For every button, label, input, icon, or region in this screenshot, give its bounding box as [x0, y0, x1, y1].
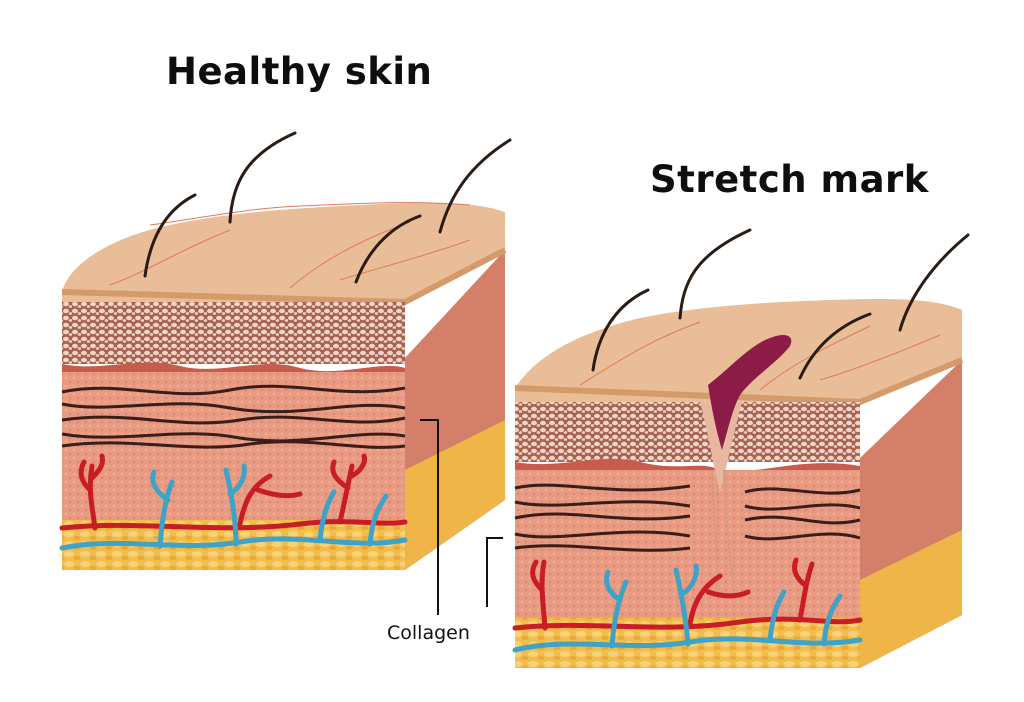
- stretch-hair-icon: [591, 228, 970, 380]
- stretch-mark-icon: [708, 334, 792, 450]
- stretch-vein-icon: [512, 563, 863, 653]
- healthy-skin-title: Healthy skin: [166, 50, 433, 93]
- stretch-collagen-fibers: [514, 483, 861, 552]
- healthy-vein-icon: [59, 463, 408, 551]
- healthy-collagen-fibers: [61, 384, 406, 449]
- healthy-skin-block: [59, 131, 512, 570]
- stretch-mark-block: [512, 228, 970, 668]
- collagen-callout-lines: [420, 419, 503, 615]
- healthy-cell-layer: [62, 302, 405, 364]
- collagen-label: Collagen: [387, 622, 470, 644]
- stretch-mark-title: Stretch mark: [650, 158, 929, 201]
- healthy-hair-icon: [143, 131, 512, 284]
- stretch-epidermis-top: [515, 299, 962, 402]
- stretch-cell-layer: [515, 402, 860, 462]
